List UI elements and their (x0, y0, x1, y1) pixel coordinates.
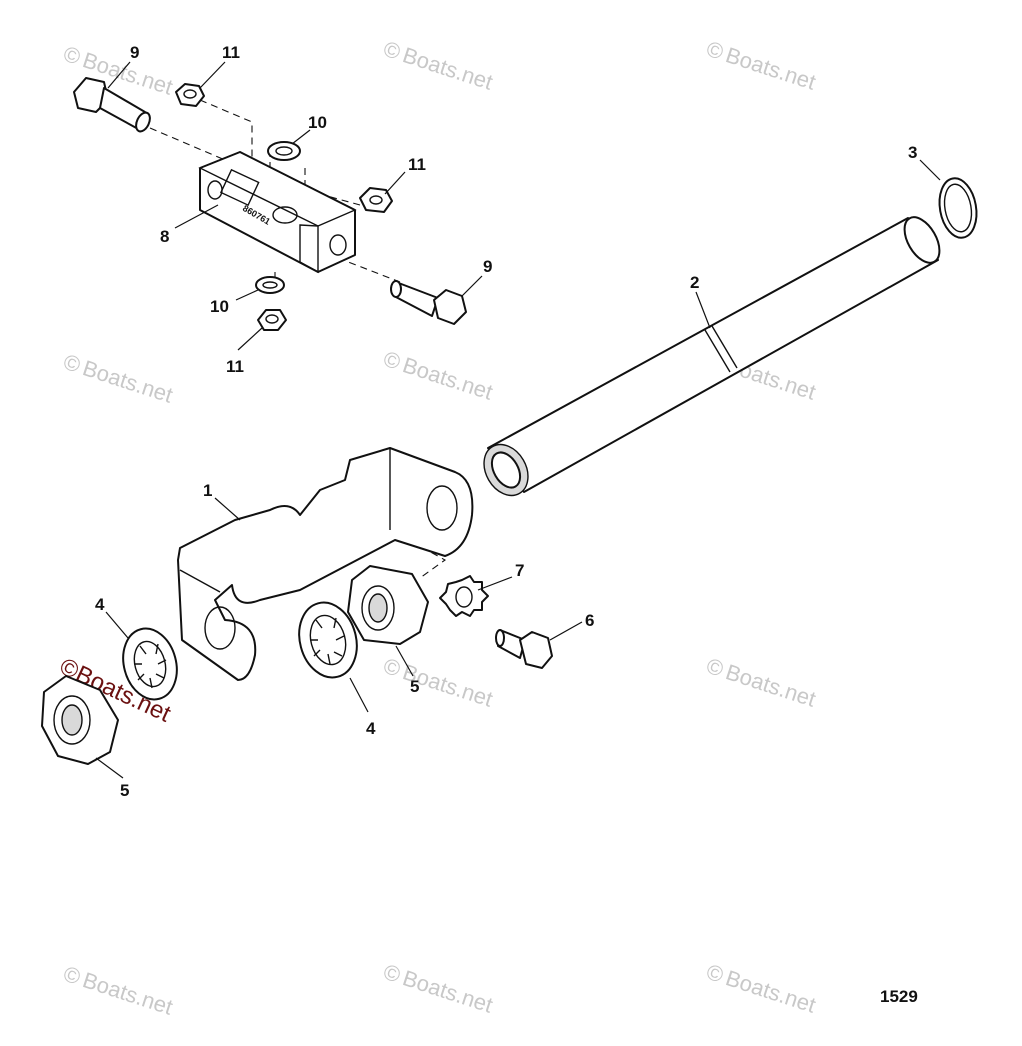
bracket-part-1 (177, 447, 474, 681)
watermark: ©Boats.net (380, 653, 495, 712)
bolt-part-6 (495, 629, 553, 669)
nut-part-5-middle (347, 565, 429, 645)
nut-part-11-lower (257, 309, 287, 331)
leader-lines (95, 61, 941, 779)
clamp-block-part-8: 860761 (198, 151, 357, 274)
figure-number: 1529 (880, 987, 918, 1006)
callout-10: 10 (210, 297, 229, 316)
bolt-part-9-upper (73, 77, 151, 133)
washer-part-10-upper (267, 141, 301, 161)
nut-part-5-left (41, 675, 119, 765)
watermark: ©Boats.net (380, 36, 495, 95)
callout-8: 8 (160, 227, 169, 246)
callout-4: 4 (95, 595, 105, 614)
callout-11: 11 (226, 357, 244, 376)
callout-5: 5 (410, 677, 419, 696)
bolt-part-9-lower (390, 280, 467, 325)
tube-part-2 (483, 216, 941, 497)
star-washer-part-7 (439, 575, 489, 617)
nut-part-11-right (359, 187, 393, 213)
callout-4: 4 (366, 719, 376, 738)
callout-6: 6 (585, 611, 594, 630)
callout-10: 10 (308, 113, 327, 132)
callout-5: 5 (120, 781, 129, 800)
lock-washer-part-4-middle (298, 601, 358, 679)
watermark: ©Boats.net (380, 346, 495, 405)
watermark: ©Boats.net (703, 959, 818, 1018)
washer-part-10-lower (255, 276, 285, 294)
callout-7: 7 (515, 561, 524, 580)
callout-1: 1 (203, 481, 212, 500)
callout-numbers: 9 11 10 11 8 9 10 11 3 2 1 7 6 4 5 4 5 (95, 43, 917, 800)
callout-9: 9 (130, 43, 139, 62)
lock-washer-part-4-left (122, 627, 178, 701)
watermark: ©Boats.net (60, 349, 175, 408)
callout-2: 2 (690, 273, 699, 292)
callout-11: 11 (222, 43, 240, 62)
watermark: ©Boats.net (703, 36, 818, 95)
callout-9: 9 (483, 257, 492, 276)
callout-11: 11 (408, 155, 426, 174)
nut-part-11-upper (175, 83, 205, 107)
watermark: ©Boats.net (703, 653, 818, 712)
ring-part-3 (938, 177, 978, 239)
callout-3: 3 (908, 143, 917, 162)
watermark: ©Boats.net (380, 959, 495, 1018)
watermark: ©Boats.net (60, 961, 175, 1020)
